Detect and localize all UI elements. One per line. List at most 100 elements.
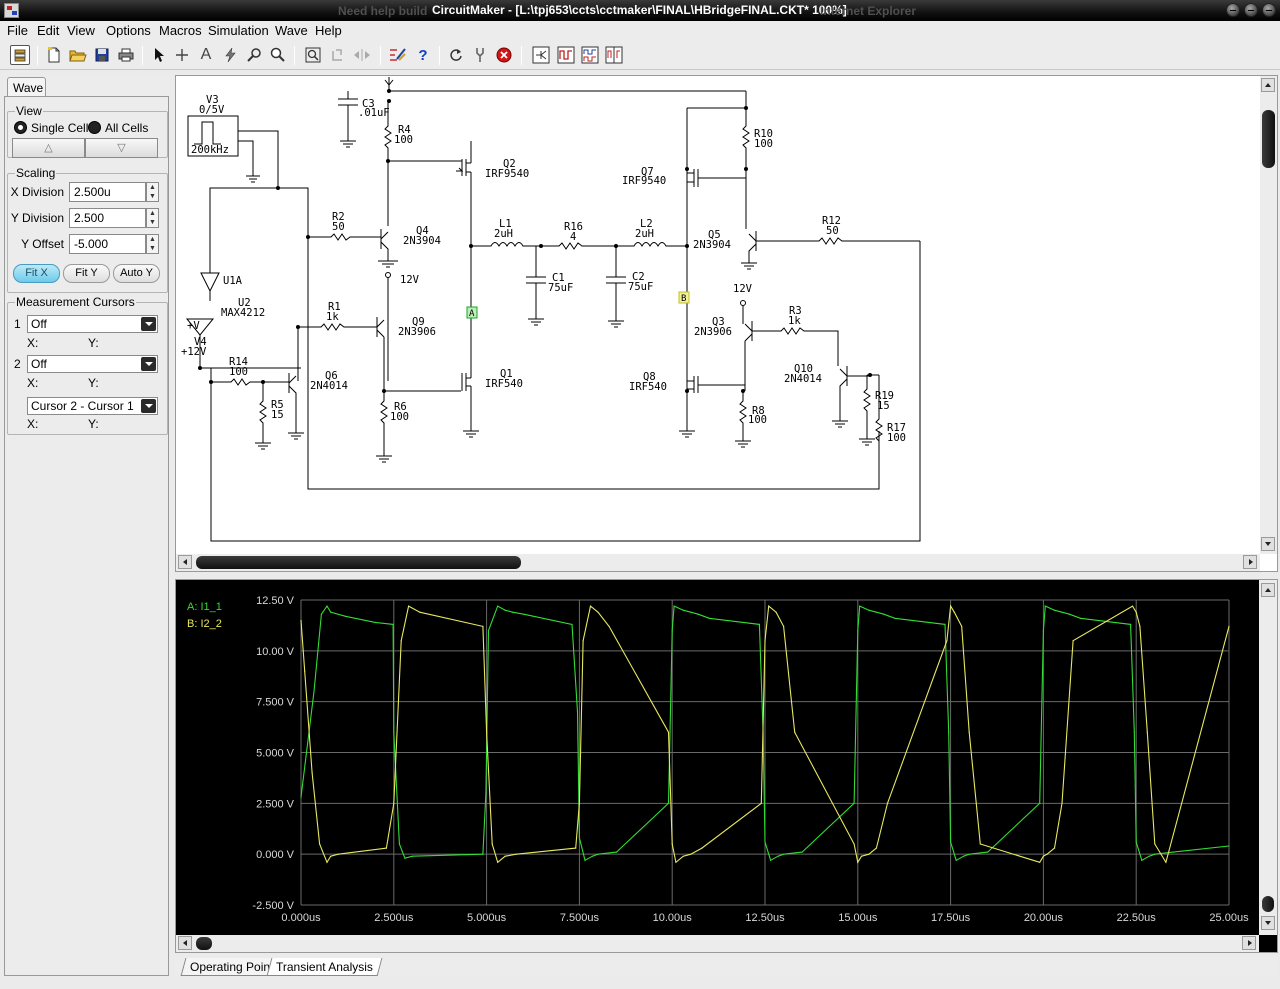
scroll-up-icon[interactable] (1261, 583, 1275, 597)
trace-icon[interactable] (470, 45, 490, 65)
rotate-icon[interactable] (328, 45, 348, 65)
zoom-icon[interactable] (268, 45, 288, 65)
x-division-spinner[interactable]: ▲▼ (146, 182, 159, 202)
cursor-diff-value: Cursor 2 - Cursor 1 (31, 399, 134, 413)
trace-point (760, 802, 762, 804)
label-q6-part: 2N4014 (310, 380, 348, 392)
cell-down-button[interactable]: ▽ (85, 138, 158, 158)
digital-sim-icon[interactable] (388, 45, 408, 65)
scroll-down-icon[interactable] (1261, 916, 1275, 930)
trace-point (963, 855, 965, 857)
schematic-vertical-scrollbar[interactable] (1260, 76, 1277, 554)
close-button[interactable] (1262, 3, 1276, 17)
scroll-down-icon[interactable] (1261, 537, 1275, 551)
cell-up-button[interactable]: △ (12, 138, 85, 158)
minimize-button[interactable] (1226, 3, 1240, 17)
probe-a-marker[interactable] (466, 306, 478, 319)
trace-point (400, 640, 402, 642)
menu-macros[interactable]: Macros (159, 23, 202, 38)
wave-icon[interactable] (556, 45, 576, 65)
measurement-cursors-title: Measurement Cursors (15, 295, 136, 309)
trace-point (1039, 861, 1041, 863)
menu-edit[interactable]: Edit (37, 23, 60, 38)
trace-point (486, 731, 488, 733)
menu-simulation[interactable]: Simulation (208, 23, 269, 38)
arrow-pointer-icon[interactable] (149, 45, 169, 65)
x-division-input[interactable]: 2.500u (69, 182, 146, 202)
legend-series-a: A: I1_1 (187, 601, 222, 613)
menu-wave[interactable]: Wave (275, 23, 308, 38)
reset-icon[interactable] (446, 45, 466, 65)
schematic-hscroll-thumb[interactable] (196, 556, 521, 569)
cursor-diff-y-label: Y: (88, 417, 99, 431)
probe-tool-icon[interactable] (244, 45, 264, 65)
waveform-horizontal-scrollbar[interactable] (176, 935, 1259, 952)
multi-wave-icon[interactable] (580, 45, 600, 65)
analysis-tabs: Operating Point Transient Analysis (175, 957, 1278, 977)
fit-y-button[interactable]: Fit Y (63, 264, 110, 283)
cursor-diff-dropdown[interactable]: Cursor 2 - Cursor 1 (27, 397, 158, 415)
scroll-right-icon[interactable] (1242, 936, 1256, 950)
print-icon[interactable] (116, 45, 136, 65)
trace-point (946, 640, 948, 642)
y-division-input[interactable]: 2.500 (69, 208, 146, 228)
scroll-up-icon[interactable] (1261, 78, 1275, 92)
tab-transient-analysis[interactable]: Transient Analysis (266, 958, 383, 976)
y-division-spinner[interactable]: ▲▼ (146, 208, 159, 228)
schematic-canvas[interactable]: V3 0/5V 200kHz C3 .01uF R4 100 Q2 IRF954… (175, 75, 1278, 572)
new-file-icon[interactable] (44, 45, 64, 65)
cursor-2-dropdown[interactable]: Off (27, 355, 158, 373)
single-cell-radio[interactable] (14, 121, 27, 134)
fit-x-button[interactable]: Fit X (13, 264, 60, 283)
y-offset-spinner[interactable]: ▲▼ (146, 234, 159, 254)
split-wave-icon[interactable] (604, 45, 624, 65)
auto-y-button[interactable]: Auto Y (113, 264, 160, 283)
help-icon[interactable]: ? (418, 46, 428, 64)
label-q5-part: 2N3904 (693, 239, 731, 251)
y-offset-input[interactable]: -5.000 (69, 234, 146, 254)
wire-cross-icon[interactable] (172, 45, 192, 65)
schematic-vscroll-thumb[interactable] (1262, 110, 1275, 168)
text-tool-icon[interactable]: A (200, 46, 212, 63)
chevron-down-icon[interactable] (141, 399, 156, 413)
trace-point (1053, 847, 1056, 849)
label-q2-part: IRF9540 (485, 168, 529, 180)
scroll-right-icon[interactable] (1243, 555, 1257, 569)
app-icon[interactable] (4, 3, 19, 18)
chevron-down-icon[interactable] (141, 357, 156, 371)
stop-icon[interactable] (494, 45, 514, 65)
tab-wave[interactable]: Wave (7, 77, 46, 97)
maximize-button[interactable] (1244, 3, 1258, 17)
trace-point (411, 855, 413, 857)
run-analysis-icon[interactable] (531, 45, 551, 65)
trace-point (987, 851, 989, 853)
layers-icon[interactable] (10, 45, 30, 65)
open-folder-icon[interactable] (68, 45, 88, 65)
trace-point (968, 853, 970, 855)
all-cells-radio[interactable] (88, 121, 101, 134)
waveform-vscroll-thumb[interactable] (1262, 896, 1274, 912)
trace-point (775, 611, 777, 613)
zoom-fit-icon[interactable] (303, 45, 323, 65)
scroll-left-icon[interactable] (178, 936, 192, 950)
trace-point (320, 613, 322, 615)
waveform-vertical-scrollbar[interactable] (1259, 580, 1277, 935)
save-icon[interactable] (92, 45, 112, 65)
chevron-down-icon[interactable] (141, 317, 156, 331)
scroll-left-icon[interactable] (178, 555, 192, 569)
trace-point (883, 613, 885, 615)
mirror-icon[interactable] (352, 45, 372, 65)
waveform-hscroll-thumb[interactable] (196, 937, 212, 950)
probe-lightning-icon[interactable] (220, 45, 240, 65)
menu-view[interactable]: View (67, 23, 95, 38)
menu-file[interactable]: File (7, 23, 28, 38)
trace-point (1141, 859, 1143, 861)
probe-b-marker[interactable] (678, 291, 690, 304)
menu-options[interactable]: Options (106, 23, 151, 38)
menu-help[interactable]: Help (315, 23, 342, 38)
trace-point (1061, 802, 1063, 804)
cursor-1-dropdown[interactable]: Off (27, 315, 158, 333)
schematic-horizontal-scrollbar[interactable] (176, 554, 1260, 571)
label-q7: Q7 (641, 166, 654, 178)
